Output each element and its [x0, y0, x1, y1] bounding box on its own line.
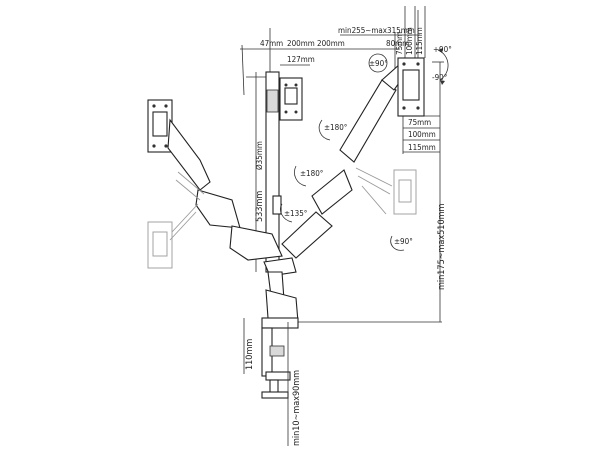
- dim-115mm-side: 115mm: [408, 143, 436, 152]
- dim-200mm-left: 200mm: [287, 39, 315, 48]
- dim-base-height: 110mm: [245, 339, 255, 370]
- center-vesa-plate: [279, 77, 303, 121]
- left-swivel-arc-icon: [280, 203, 293, 223]
- rotate-arc-icon: [390, 235, 405, 251]
- dim-127mm: 127mm: [287, 55, 315, 64]
- dim-75mm-top: 75mm: [395, 32, 404, 55]
- dim-100mm-top: 100mm: [405, 27, 414, 55]
- dim-reach: min255~max315mm: [338, 26, 415, 35]
- desk-clamp: [261, 317, 299, 399]
- dim-200mm-right: 200mm: [317, 39, 345, 48]
- dim-height-range: min175~max510mm: [437, 204, 447, 290]
- angle-right-arm: ±180°: [324, 123, 347, 132]
- right-arm-ghost: [355, 167, 417, 215]
- angle-rotate-right: ±90°: [394, 237, 413, 246]
- dim-clamp-range: min10~max90mm: [292, 370, 302, 446]
- swivel-top-circle-icon: [368, 53, 388, 73]
- angle-swivel-top: ±90°: [369, 59, 388, 68]
- base-column: [265, 271, 299, 323]
- dim-pole-diameter: Ø35mm: [254, 141, 264, 170]
- dim-47mm: 47mm: [260, 39, 283, 48]
- vesa-top-ticks: [404, 6, 426, 58]
- right-vesa-plate: [397, 57, 425, 117]
- dim-pole-height: 533mm: [255, 191, 265, 222]
- center-swivel-arc-icon: [294, 165, 307, 187]
- dim-75mm-side: 75mm: [408, 118, 431, 127]
- angle-left-arm: ±135°: [284, 209, 307, 218]
- dim-100mm-side: 100mm: [408, 130, 436, 139]
- tilt-arrow-up-icon: [438, 48, 443, 53]
- left-arm-ghost: [147, 171, 205, 269]
- tilt-arrow-down-icon: [440, 80, 445, 85]
- right-arm: [281, 63, 405, 259]
- angle-center-arm: ±180°: [300, 169, 323, 178]
- dim-80mm: 80mm: [386, 39, 409, 48]
- right-swivel-arc-icon: [318, 119, 331, 141]
- dim-115mm-top: 115mm: [415, 27, 424, 55]
